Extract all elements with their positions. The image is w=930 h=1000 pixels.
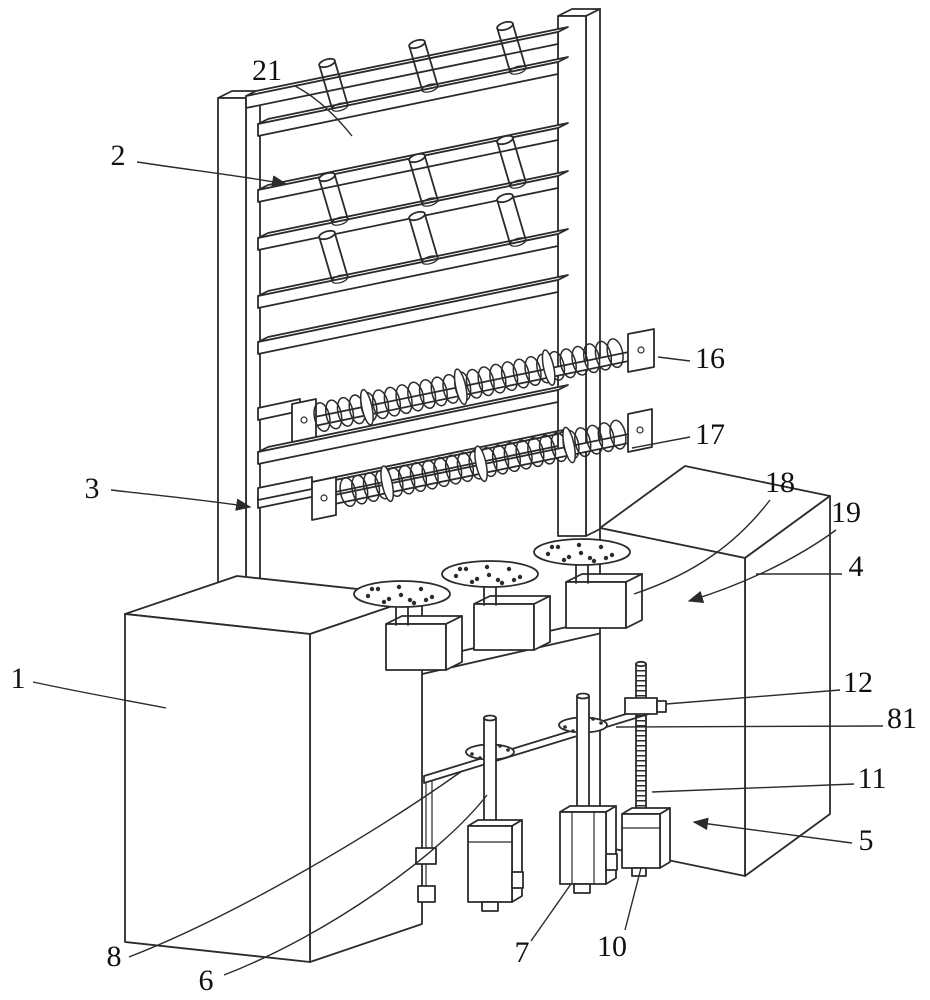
rail xyxy=(245,26,569,109)
leader-7 xyxy=(530,883,572,942)
leader-81 xyxy=(615,725,884,728)
screw-actuator-right xyxy=(621,660,671,877)
ref-label-6: 6 xyxy=(199,964,214,997)
ref-label-21: 21 xyxy=(252,54,282,87)
leader-21 xyxy=(294,85,353,137)
leader-10 xyxy=(624,867,642,931)
ref-label-19: 19 xyxy=(831,496,861,529)
ref-label-5: 5 xyxy=(859,824,874,857)
ref-label-4: 4 xyxy=(849,550,864,583)
ref-label-12: 12 xyxy=(843,666,873,699)
leader-16 xyxy=(657,356,691,362)
ref-label-17: 17 xyxy=(695,418,725,451)
base-block-left xyxy=(124,575,423,963)
actuator-middle xyxy=(558,692,618,894)
ref-label-8: 8 xyxy=(107,940,122,973)
rail xyxy=(257,56,569,137)
rail xyxy=(257,228,569,309)
leader-3 xyxy=(110,489,252,511)
ref-label-3: 3 xyxy=(85,472,100,505)
lower-mechanism xyxy=(415,660,671,912)
leader-6 xyxy=(223,794,488,976)
leader-2 xyxy=(136,161,288,188)
ref-label-81: 81 xyxy=(887,702,917,735)
perforated-disc-units xyxy=(353,538,643,671)
ref-label-18: 18 xyxy=(765,466,795,499)
leader-17 xyxy=(631,436,691,449)
leader-11 xyxy=(651,783,855,793)
ref-label-2: 2 xyxy=(111,139,126,172)
reference-labels: 21 2 3 16 17 18 19 4 1 12 81 11 5 8 6 7 … xyxy=(11,54,918,997)
ref-label-16: 16 xyxy=(695,342,725,375)
ref-label-1: 1 xyxy=(11,662,26,695)
spring-assembly-lower xyxy=(257,408,653,521)
rail xyxy=(257,274,569,355)
spring-assembly-upper xyxy=(257,328,655,443)
leader-8 xyxy=(128,770,463,958)
rail xyxy=(257,384,569,465)
leader-19 xyxy=(687,529,837,603)
ref-label-10: 10 xyxy=(597,930,627,963)
spring-coil xyxy=(339,419,627,508)
leader-1 xyxy=(32,681,167,709)
ref-label-11: 11 xyxy=(858,762,887,795)
spring-coil xyxy=(313,338,624,433)
frame-post-left xyxy=(217,90,261,621)
leader-18 xyxy=(633,499,771,595)
ref-label-7: 7 xyxy=(515,936,530,969)
leader-12 xyxy=(665,689,841,705)
actuator-left xyxy=(465,714,524,912)
leader-5 xyxy=(692,817,853,844)
